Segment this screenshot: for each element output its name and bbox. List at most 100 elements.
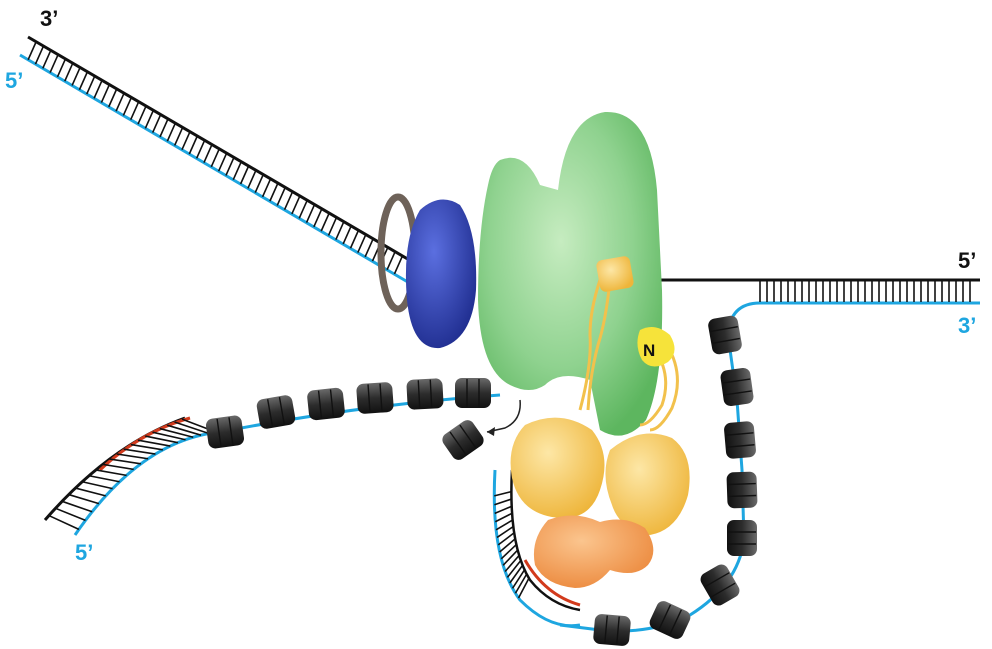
- base-pair-rung: [131, 445, 163, 450]
- helicase: [406, 200, 476, 349]
- base-pair-rung: [138, 106, 146, 124]
- base-pair-rung: [329, 217, 337, 235]
- parental-duplex: [20, 37, 435, 295]
- base-pair-rung: [255, 175, 263, 193]
- arrow: [487, 400, 520, 432]
- base-pair-rung: [123, 97, 131, 115]
- nucleosome: [593, 613, 631, 646]
- yellow-heterodimer: [511, 418, 690, 535]
- base-pair-rung: [505, 555, 519, 571]
- leading-strand-duplex: [660, 280, 980, 335]
- base-pair-rung: [387, 252, 395, 270]
- base-pair-rung: [96, 470, 127, 475]
- nucleosome: [356, 382, 394, 414]
- base-pair-rung: [501, 545, 516, 559]
- base-pair-rung: [285, 192, 293, 210]
- base-pair-rung: [495, 513, 512, 521]
- base-pair-rung: [182, 132, 190, 150]
- base-pair-rung: [219, 153, 227, 171]
- base-pair-rungs-lower-left: [49, 419, 217, 529]
- template-strand-lower-left: [45, 418, 185, 520]
- arrow-head: [487, 427, 495, 436]
- base-pair-rung: [277, 187, 285, 205]
- base-pair-rung: [103, 464, 134, 469]
- base-pair-rung: [263, 179, 271, 197]
- base-pair-rungs-right: [760, 281, 970, 302]
- base-pair-rung: [226, 157, 234, 175]
- base-pair-rung: [167, 123, 175, 141]
- base-pair-rung: [321, 213, 329, 231]
- base-pair-rung: [314, 209, 322, 227]
- nucleosome: [205, 415, 245, 450]
- base-pair-rung: [43, 50, 51, 68]
- base-pair-rung: [50, 55, 58, 73]
- base-pair-rung: [336, 222, 344, 240]
- nucleosome: [307, 387, 346, 421]
- tethered-domain: [595, 255, 634, 292]
- base-pair-rung: [131, 102, 139, 120]
- base-pair-rung: [307, 205, 315, 223]
- base-pair-rung: [79, 72, 87, 90]
- base-pair-rung: [69, 495, 99, 504]
- base-pair-rung: [495, 506, 512, 513]
- base-pair-rung: [55, 508, 85, 520]
- base-pair-rung: [343, 226, 351, 244]
- base-pair-rung: [510, 565, 523, 583]
- label-5prime-right: 5’: [958, 248, 976, 273]
- nascent-strand-right: [728, 303, 980, 335]
- base-pair-rung: [153, 115, 161, 133]
- base-pair-rung: [513, 570, 525, 588]
- base-pair-rung: [49, 516, 79, 530]
- base-pair-rung: [138, 440, 170, 446]
- base-pair-rung: [292, 196, 300, 214]
- base-pair-rung: [358, 235, 366, 253]
- base-pair-rung: [87, 76, 95, 94]
- base-pair-rung: [101, 85, 109, 103]
- base-pair-rung: [82, 482, 112, 489]
- base-pair-rungs: [28, 42, 402, 274]
- nascent-strand-upper: [20, 55, 430, 295]
- base-pair-rung: [233, 162, 241, 180]
- base-pair-rung: [204, 145, 212, 163]
- base-pair-rung: [57, 59, 65, 77]
- nucleosome: [256, 394, 297, 430]
- base-pair-rung: [503, 550, 518, 565]
- n-terminus-label: N: [643, 341, 655, 360]
- nucleosome: [720, 367, 755, 407]
- base-pair-rung: [197, 140, 205, 158]
- base-pair-rung: [62, 501, 92, 511]
- base-pair-rung: [507, 560, 520, 577]
- base-pair-rung: [124, 449, 156, 454]
- polymerase: [478, 112, 662, 436]
- base-pair-rung: [109, 89, 117, 107]
- label-5prime-top-left: 5’: [5, 68, 23, 93]
- base-pair-rung: [189, 136, 197, 154]
- nucleosome: [727, 520, 757, 556]
- base-pair-rung: [394, 256, 402, 274]
- base-pair-rung: [248, 170, 256, 188]
- nucleosome: [440, 417, 487, 462]
- base-pair-rung: [494, 492, 511, 496]
- base-pair-rung: [28, 42, 36, 60]
- base-pair-rung: [35, 46, 43, 64]
- base-pair-rung: [500, 539, 515, 552]
- base-pair-rung: [299, 200, 307, 218]
- base-pair-rung: [65, 63, 73, 81]
- base-pair-rung: [365, 239, 373, 257]
- base-pair-rung: [519, 578, 529, 598]
- base-pair-rung: [94, 80, 102, 98]
- base-pair-rung: [211, 149, 219, 167]
- base-pair-rung: [241, 166, 249, 184]
- base-pair-rung: [89, 476, 120, 482]
- orange-protein: [534, 515, 653, 588]
- base-pair-rung: [167, 425, 201, 435]
- nucleosome: [707, 315, 743, 356]
- nucleosome: [406, 378, 444, 410]
- base-pair-rung: [116, 93, 124, 111]
- base-pair-rung: [110, 459, 141, 464]
- base-pair-rung: [175, 127, 183, 145]
- label-3prime-right: 3’: [958, 313, 976, 338]
- base-pair-rung: [117, 454, 148, 459]
- base-pair-rung: [145, 110, 153, 128]
- nucleosome: [723, 421, 756, 459]
